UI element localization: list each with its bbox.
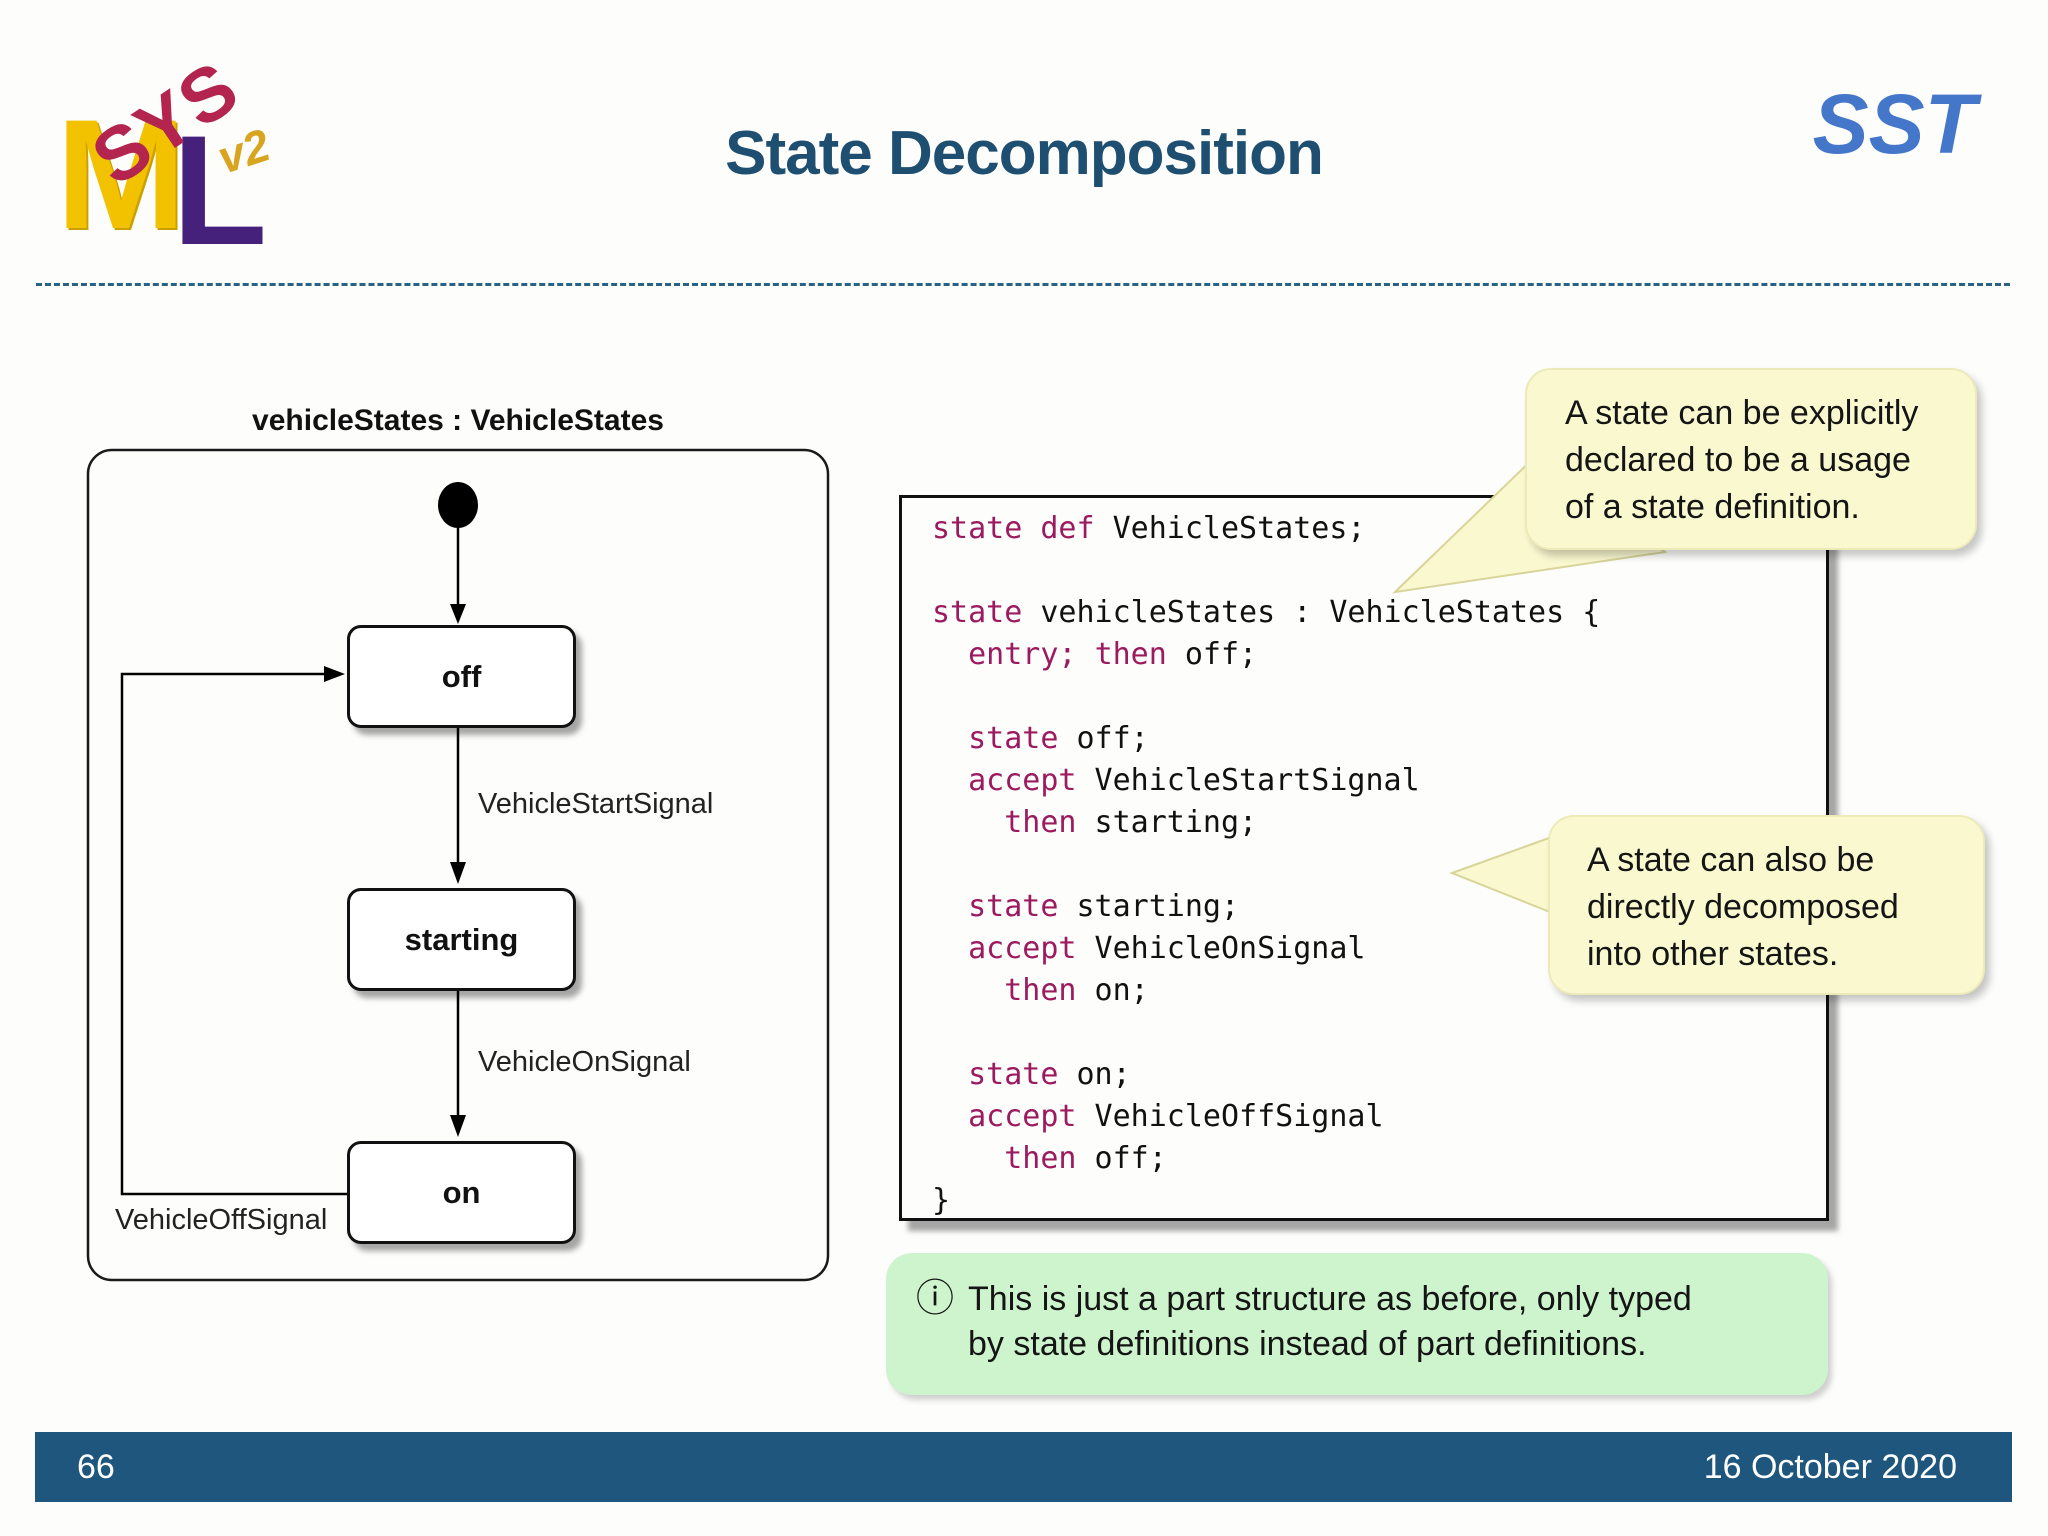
page-number: 66: [77, 1448, 115, 1486]
state-off-label: off: [441, 658, 482, 694]
state-starting: starting: [347, 888, 576, 991]
arrowhead-icon: [450, 604, 466, 624]
state-on-label: on: [442, 1174, 481, 1210]
code-line: [932, 676, 1826, 718]
state-diagram: [86, 448, 830, 1282]
callout-line: A state can also be: [1587, 841, 1875, 879]
code-listing: state def VehicleStates; state vehicleSt…: [899, 495, 1829, 1221]
transition-label-vehiclestartsignal: VehicleStartSignal: [478, 788, 714, 820]
code-line: then starting;: [1004, 805, 1258, 840]
code-line: accept VehicleOnSignal: [968, 931, 1366, 966]
code-line: [932, 550, 1826, 592]
sst-logo: SST: [1812, 77, 1976, 171]
state-starting-label: starting: [404, 921, 519, 957]
arrowhead-icon: [450, 1115, 466, 1137]
callout-line: directly decomposed: [1587, 888, 1899, 926]
callout-state-usage: A state can be explicitly declared to be…: [1525, 368, 1977, 550]
code-line: state def VehicleStates;: [932, 511, 1366, 546]
callout-line: into other states.: [1587, 935, 1839, 973]
transition-label-vehicleoffsignal: VehicleOffSignal: [115, 1204, 328, 1236]
code-line: entry; then off;: [968, 637, 1258, 672]
transition-label-vehicleonsignal: VehicleOnSignal: [478, 1046, 691, 1078]
callout-line: of a state definition.: [1565, 488, 1860, 526]
footer-bar: 66 16 October 2020: [35, 1432, 2012, 1502]
callout-line: declared to be a usage: [1565, 441, 1911, 479]
note-line: by state definitions instead of part def…: [968, 1325, 1647, 1363]
note-line: This is just a part structure as before,…: [968, 1280, 1692, 1318]
code-lines: state def VehicleStates; state vehicleSt…: [932, 508, 1826, 1222]
code-line: accept VehicleStartSignal: [968, 763, 1420, 798]
transition-on-to-off: [120, 672, 347, 1196]
state-machine-frame: [86, 448, 830, 1282]
page-title: State Decomposition: [725, 119, 1324, 188]
code-line: }: [932, 1183, 951, 1218]
slide-date: 16 October 2020: [1703, 1448, 1957, 1486]
code-line: then on;: [1004, 973, 1149, 1008]
info-icon: ⓘ: [916, 1278, 955, 1320]
header-separator: [36, 283, 2010, 286]
state-on: on: [347, 1141, 576, 1244]
code-line: state vehicleStates : VehicleStates {: [932, 595, 1601, 630]
arrowhead-icon: [324, 666, 345, 682]
logo-letter-m: M: [56, 88, 186, 262]
callout-2-tail-icon: [1449, 832, 1561, 918]
sysml-v2-logo-icon: M L SYS v2: [56, 36, 280, 278]
note-box: ⓘ This is just a part structure as befor…: [886, 1253, 1828, 1395]
code-line: state off;: [968, 721, 1149, 756]
state-off: off: [347, 625, 576, 728]
logo-letter-l: L: [172, 104, 268, 278]
code-line: state starting;: [968, 889, 1240, 924]
code-line: then off;: [1004, 1141, 1167, 1176]
initial-state-dot: [438, 482, 478, 528]
diagram-title: vehicleStates : VehicleStates: [252, 404, 664, 437]
arrowhead-icon: [450, 862, 466, 884]
code-line: state on;: [968, 1057, 1131, 1092]
callout-line: A state can be explicitly: [1565, 394, 1919, 432]
code-line: [932, 1012, 1826, 1054]
callout-state-decomposition: A state can also be directly decomposed …: [1548, 815, 1985, 995]
code-line: accept VehicleOffSignal: [968, 1099, 1384, 1134]
